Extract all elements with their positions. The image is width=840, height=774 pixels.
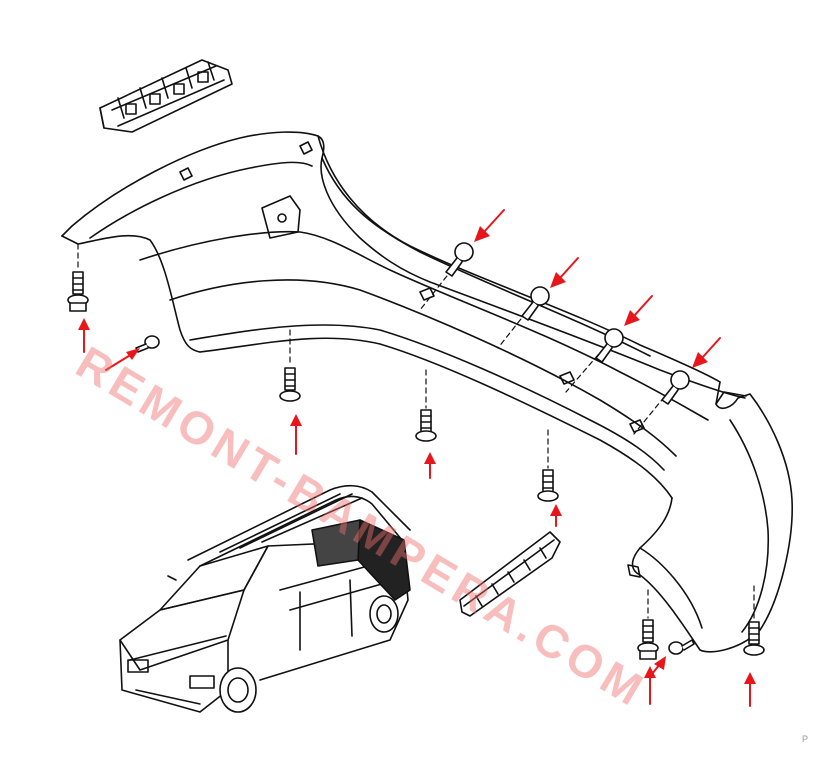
bolts-and-screws (67, 242, 765, 660)
left-bumper-bracket (99, 59, 233, 133)
bolt-right-outer (637, 619, 659, 660)
arrow-left-outer-bolt (78, 318, 90, 353)
arrow-lower-bolt-3 (550, 504, 562, 527)
arrow-left-side-screw (105, 348, 140, 371)
bolt-lower-3 (537, 469, 559, 502)
fastener-guide-lines (77, 243, 755, 621)
screw-left-side (135, 335, 160, 353)
corner-mark: P (802, 734, 808, 744)
right-bumper-bracket (459, 531, 561, 617)
bolt-right-corner (743, 621, 765, 656)
arrow-top-bolt-4 (692, 337, 721, 368)
arrow-right-side-screw (651, 656, 666, 675)
arrow-top-bolt-1 (474, 209, 505, 242)
bolt-top-1 (445, 242, 474, 277)
arrow-right-corner-bolt (744, 672, 756, 707)
fastener-pointer-arrows (78, 209, 756, 707)
vehicle-location-inset (119, 484, 411, 713)
bolt-left-outer (67, 271, 89, 312)
bolt-lower-2 (415, 409, 437, 442)
arrow-top-bolt-2 (550, 257, 579, 288)
arrow-right-outer-bolt (644, 666, 656, 705)
arrow-top-bolt-3 (624, 295, 653, 326)
bolt-top-3 (595, 328, 624, 363)
screw-right-side (668, 639, 695, 655)
arrow-lower-bolt-1 (290, 414, 302, 455)
bolt-top-2 (521, 286, 550, 321)
bolt-top-4 (661, 370, 690, 405)
arrow-lower-bolt-2 (424, 452, 436, 479)
bolt-lower-1 (279, 367, 301, 402)
rear-bumper (61, 131, 793, 653)
